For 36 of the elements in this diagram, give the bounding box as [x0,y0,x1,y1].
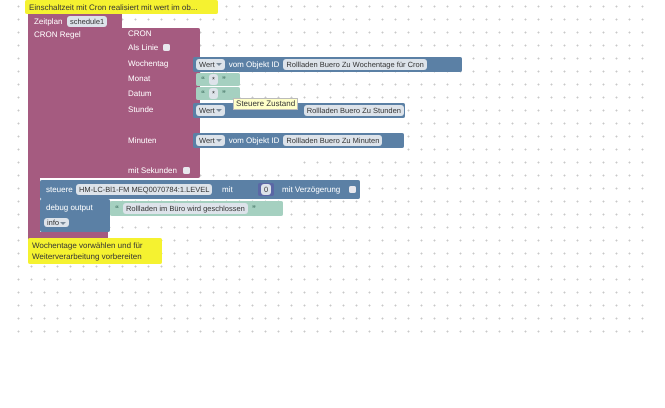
block-label: mit Verzögerung [282,184,340,195]
quote-mark: ” [252,203,256,214]
tooltip: Steuere Zustand [233,98,298,110]
block-label: Als Linie [128,42,158,53]
quote-mark: “ [115,203,119,214]
block-label: Monat [128,73,150,84]
block-label: mit [222,184,233,195]
block-label: Zeitplan [34,16,62,27]
block-label: CRON Regel [34,29,81,40]
block-label: Wochentag [128,58,168,69]
block-label: Stunde [128,104,154,115]
quote-mark: ” [222,88,226,99]
block-label: Datum [128,88,152,99]
block-label: vom Objekt ID [228,135,280,146]
block-label: steuere [46,184,73,195]
quote-mark: “ [201,88,205,99]
action-block [40,180,360,199]
value-block [193,57,462,72]
value-block [193,133,404,148]
cron-block [120,28,200,178]
block-label: debug output [46,202,93,213]
block-label: mit Sekunden [128,165,177,176]
string-block [110,201,283,216]
quote-mark: “ [201,74,205,85]
block-label: Minuten [128,135,156,146]
block-label: CRON [128,28,152,39]
number-block [258,183,274,196]
comment-note [25,0,218,14]
comment-note [28,238,162,264]
string-block [196,73,240,86]
block-label: vom Objekt ID [228,59,280,70]
debug-block [40,199,110,232]
string-block [196,87,240,100]
quote-mark: ” [222,74,226,85]
comment-text: Wochentage vorwählen und für Weiterverarbeitung vorbereiten [32,240,144,262]
comment-text: Einschaltzeit mit Cron realisiert mit wert im ob... [29,2,198,12]
